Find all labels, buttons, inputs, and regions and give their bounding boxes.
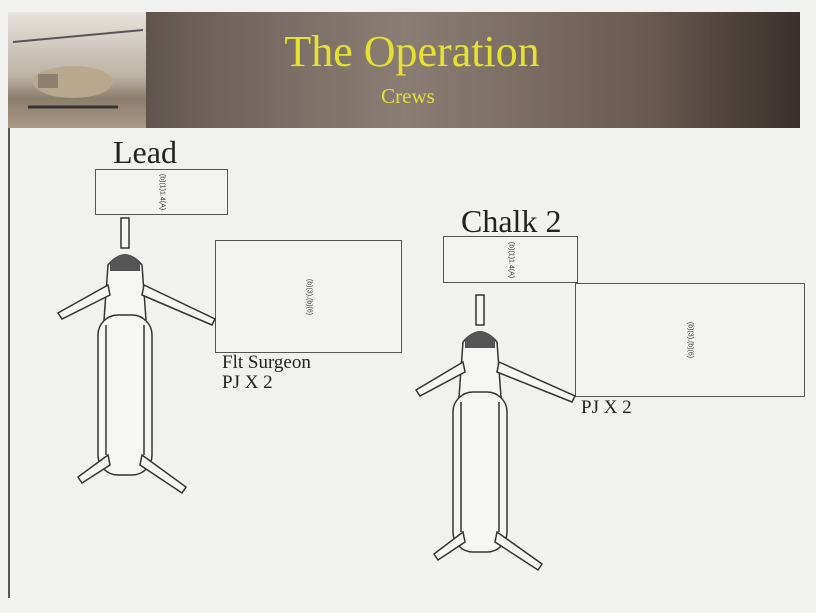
chalk2-label: Chalk 2 [461, 203, 562, 239]
chalk2-redaction-box-crew: (b)(3),(b)(6) [575, 283, 805, 397]
chalk2-redaction-box-top: (b)(1)1.4(A) [443, 236, 578, 283]
chalk2-crew-list: PJ X 2 [581, 398, 632, 418]
crew-line: PJ X 2 [581, 397, 632, 418]
chalk2-helicopter-icon [414, 294, 577, 572]
crew-line: PJ X 2 [222, 372, 273, 393]
crew-line: Flt Surgeon [222, 352, 311, 373]
left-divider [8, 128, 10, 598]
page-subtitle: Crews [381, 84, 435, 108]
lead-redaction-box-top: (b)(1)1.4(A) [95, 169, 228, 215]
helicopter-photo [8, 12, 146, 128]
lead-crew-list: Flt Surgeon PJ X 2 [222, 353, 311, 393]
redaction-code: (b)(3),(b)(6) [686, 321, 694, 359]
redaction-code: (b)(3),(b)(6) [305, 278, 312, 315]
lead-redaction-box-crew: (b)(3),(b)(6) [215, 240, 402, 353]
helicopter-photo-icon [12, 29, 144, 109]
lead-label: Lead [113, 134, 177, 170]
page-title: The Operation [284, 27, 540, 76]
redaction-code: (b)(1)1.4(A) [158, 173, 165, 211]
redaction-code: (b)(1)1.4(A) [507, 241, 514, 278]
lead-helicopter-icon [56, 217, 217, 495]
